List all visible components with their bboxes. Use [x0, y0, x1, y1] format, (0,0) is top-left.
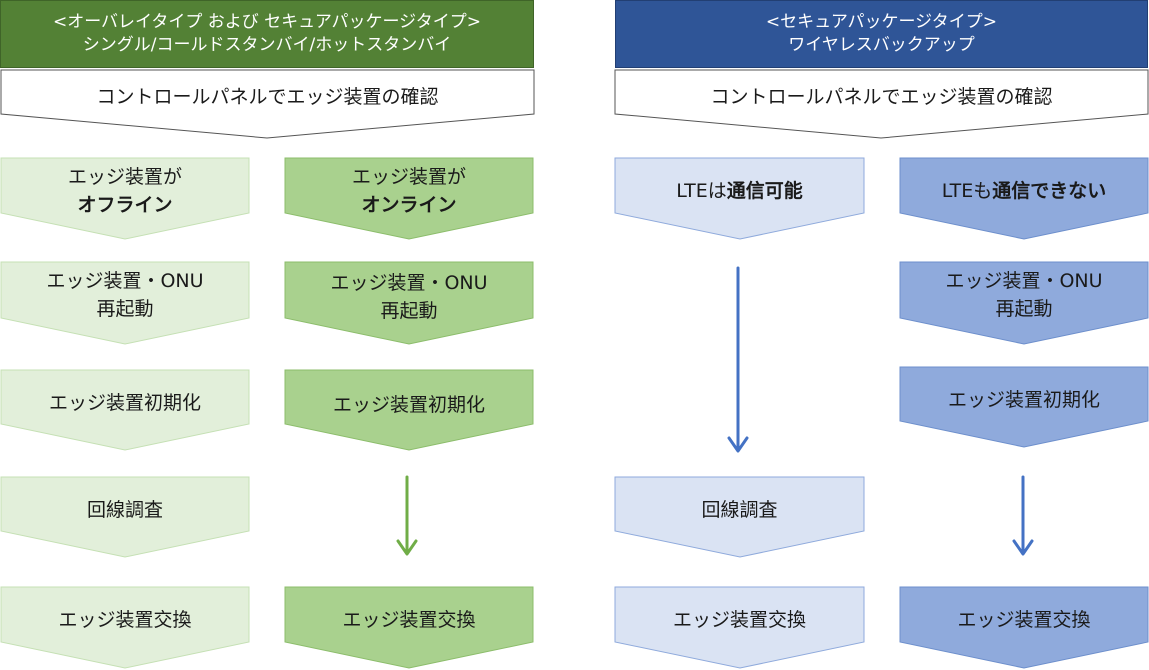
col2-replace-shape [284, 586, 534, 669]
col2-init-shape [284, 369, 534, 451]
col1-survey-shape [0, 476, 250, 558]
col1-replace-shape [0, 586, 250, 669]
col4-status-shape [899, 157, 1149, 240]
col4-replace-shape [899, 586, 1149, 669]
col2-restart-shape [284, 261, 534, 345]
control-panel-left-shape [0, 69, 535, 139]
col1-status-shape [0, 157, 250, 240]
col3-down-arrow [727, 266, 749, 453]
col1-init-shape [0, 369, 250, 451]
header-right-line2: ワイヤレスバックアップ [788, 35, 975, 55]
col2-status-shape [284, 157, 534, 240]
col2-down-arrow [396, 475, 418, 556]
header-left: <オーバレイタイプ および セキュアパッケージタイプ> シングル/コールドスタン… [0, 0, 534, 68]
header-left-line1: <オーバレイタイプ および セキュアパッケージタイプ> [52, 12, 482, 32]
col3-status-shape [614, 157, 865, 240]
col4-init-shape [899, 366, 1149, 448]
control-panel-right-shape [614, 69, 1149, 139]
col4-down-arrow [1012, 475, 1034, 556]
col4-restart-shape [899, 261, 1149, 345]
header-right-line1: <セキュアパッケージタイプ> [765, 12, 998, 32]
col3-survey-shape [614, 476, 865, 558]
col3-replace-shape [614, 586, 865, 669]
header-right: <セキュアパッケージタイプ> ワイヤレスバックアップ [615, 0, 1148, 68]
col1-restart-shape [0, 261, 250, 345]
header-left-line2: シングル/コールドスタンバイ/ホットスタンバイ [82, 35, 452, 55]
